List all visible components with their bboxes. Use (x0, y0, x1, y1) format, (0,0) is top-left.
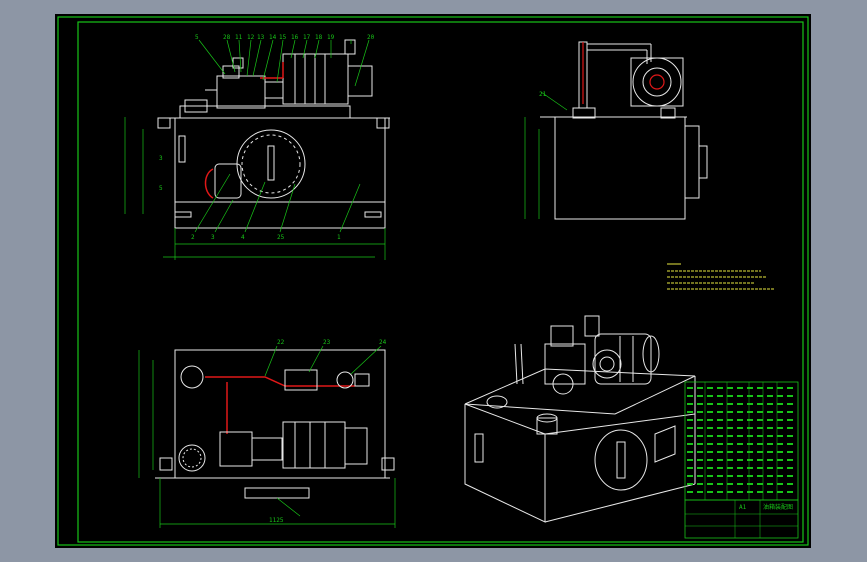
isometric-view (464, 315, 696, 523)
iso-valve-stack (544, 343, 586, 385)
side-balloon: 21 (539, 91, 547, 98)
front-balloon-11: 19 (327, 34, 335, 41)
front-left-label-2: 5 (159, 185, 163, 192)
front-bottom-label-4: 25 (277, 234, 285, 241)
front-balloon-6: 14 (269, 34, 277, 41)
sheet-label: A1 (739, 504, 747, 511)
technical-notes (667, 263, 775, 290)
front-balloon-8: 16 (291, 34, 299, 41)
inner-frame (77, 21, 804, 543)
front-tank (174, 117, 386, 229)
front-balloon-2: 28 (223, 34, 231, 41)
front-balloon-4: 12 (247, 34, 255, 41)
top-balloon-2: 23 (323, 339, 331, 346)
side-motor-flange (632, 57, 682, 107)
top-valve (284, 369, 318, 391)
top-motor (282, 421, 346, 469)
top-pump (219, 431, 253, 467)
front-valve-block (216, 75, 266, 109)
top-balloon-3: 24 (379, 339, 387, 346)
side-view (524, 41, 708, 220)
front-inspection-cover (236, 129, 306, 199)
top-view (138, 345, 396, 528)
front-balloon-7: 15 (279, 34, 287, 41)
front-balloon-9: 17 (303, 34, 311, 41)
iso-motor (594, 333, 652, 385)
top-tank (174, 349, 386, 479)
parts-list (684, 381, 799, 501)
front-balloon-5: 13 (257, 34, 265, 41)
outer-frame (57, 16, 809, 546)
front-left-label-1: 3 (159, 155, 163, 162)
iso-tank (464, 404, 546, 523)
front-bottom-label-1: 2 (191, 234, 195, 241)
title-block (684, 499, 799, 539)
front-filter (214, 163, 242, 199)
front-balloon-3: 11 (235, 34, 243, 41)
drawing-sheet: 5 28 11 12 13 14 15 16 17 18 19 20 3 5 2… (55, 14, 811, 548)
drawing-title: 油箱装配图 (763, 503, 793, 511)
front-balloon-1: 5 (195, 34, 199, 41)
front-balloon-10: 18 (315, 34, 323, 41)
iso-inspection-cover (594, 429, 648, 491)
front-view (124, 39, 390, 260)
front-bottom-label-5: 1 (337, 234, 341, 241)
front-bottom-label-3: 4 (241, 234, 245, 241)
cad-drawing: 5 28 11 12 13 14 15 16 17 18 19 20 3 5 2… (57, 16, 809, 546)
top-balloon-1: 22 (277, 339, 285, 346)
side-tank (554, 116, 686, 220)
front-balloon-12: 20 (367, 34, 375, 41)
front-bottom-label-2: 3 (211, 234, 215, 241)
top-bottom-dimension: 1125 (269, 517, 284, 524)
